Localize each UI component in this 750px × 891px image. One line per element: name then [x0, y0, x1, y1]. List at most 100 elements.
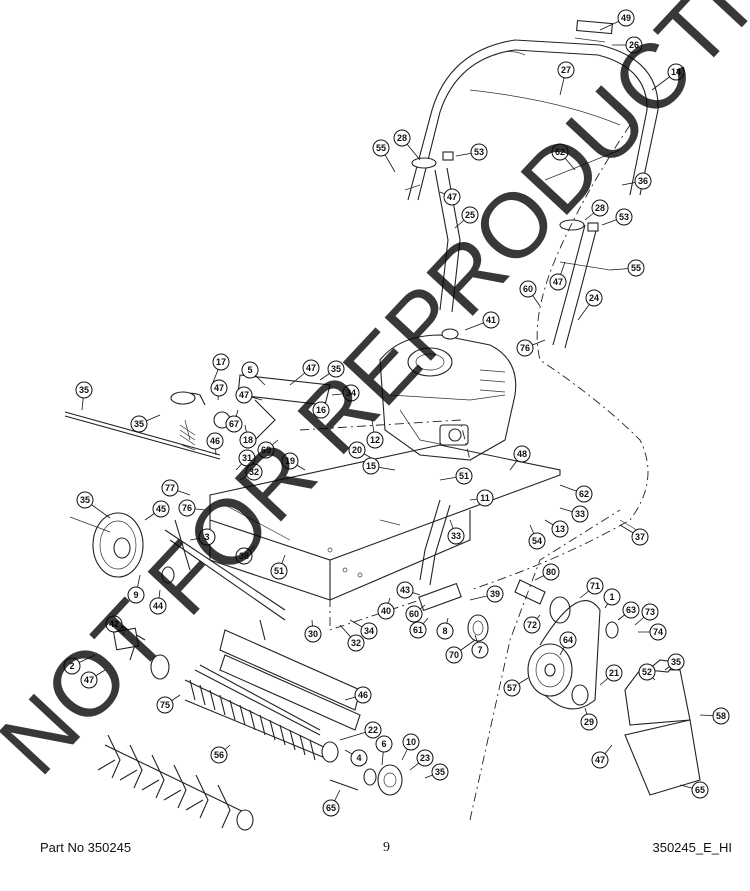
callout-label: 67 — [229, 419, 239, 429]
callout-label: 11 — [480, 493, 490, 503]
callout-bubble — [528, 532, 546, 550]
callout-60: 60 — [405, 604, 426, 623]
callout-bubble — [551, 143, 569, 161]
callout-62: 62 — [559, 484, 593, 503]
callout-38: 38 — [235, 545, 256, 565]
callout-62: 62 — [551, 143, 576, 171]
callout-47: 47 — [210, 379, 228, 401]
callout-label: 38 — [239, 551, 249, 561]
callout-bubble — [178, 499, 196, 517]
callout-31: 31 — [235, 449, 256, 471]
callout-35: 35 — [75, 381, 93, 411]
callout-bubble — [486, 585, 504, 603]
callout-bubble — [105, 615, 123, 633]
callout-26: 26 — [612, 36, 643, 54]
callout-label: 26 — [629, 40, 639, 50]
callout-32: 32 — [239, 463, 263, 481]
callout-bubble — [470, 143, 488, 161]
callout-bubble — [75, 381, 93, 399]
callout-bubble — [461, 206, 479, 224]
callout-bubble — [549, 273, 567, 291]
callout-bubble — [347, 634, 365, 652]
callout-bubble — [127, 586, 145, 604]
callout-11: 11 — [469, 489, 494, 507]
callout-label: 44 — [153, 601, 163, 611]
callout-label: 29 — [584, 717, 594, 727]
callout-label: 47 — [447, 192, 457, 202]
callout-bubble — [641, 603, 659, 621]
callout-label: 28 — [595, 203, 605, 213]
callout-bubble — [523, 616, 541, 634]
callout-70: 70 — [445, 639, 476, 664]
callout-label: 62 — [555, 147, 565, 157]
callout-35: 35 — [76, 491, 111, 519]
callout-label: 12 — [370, 435, 380, 445]
callout-bubble — [625, 36, 643, 54]
wheel — [69, 512, 144, 578]
drive-boundary — [469, 509, 621, 821]
callout-label: 70 — [449, 650, 459, 660]
callout-bubble — [375, 735, 393, 753]
callout-label: 20 — [352, 445, 362, 455]
callout-bubble — [712, 707, 730, 725]
callout-bubble — [580, 713, 598, 731]
callout-bubble — [575, 485, 593, 503]
callout-16: 16 — [312, 401, 330, 419]
callout-47: 47 — [549, 261, 567, 291]
callout-bubble — [447, 527, 465, 545]
callout-label: 47 — [553, 277, 563, 287]
callout-bubble — [605, 664, 623, 682]
callout-label: 76 — [182, 503, 192, 513]
callout-label: 37 — [635, 532, 645, 542]
callout-7: 7 — [471, 634, 489, 659]
callout-label: 74 — [653, 627, 663, 637]
callout-47: 47 — [591, 744, 613, 769]
callout-33: 33 — [559, 505, 589, 523]
callout-label: 75 — [160, 700, 170, 710]
callout-46: 46 — [344, 686, 372, 704]
callout-label: 41 — [486, 315, 496, 325]
callout-52: 52 — [638, 663, 656, 681]
callout-bubble — [445, 646, 463, 664]
callout-54: 54 — [528, 524, 546, 550]
callout-bubble — [350, 749, 368, 767]
callout-label: 3 — [204, 532, 209, 542]
callout-label: 32 — [249, 467, 259, 477]
callout-label: 60 — [409, 609, 419, 619]
callout-label: 15 — [366, 461, 376, 471]
callout-34: 34 — [331, 384, 360, 402]
callout-label: 65 — [326, 803, 336, 813]
callout-77: 77 — [161, 479, 191, 497]
callout-bubble — [270, 562, 288, 580]
callout-label: 47 — [239, 390, 249, 400]
callout-label: 35 — [331, 364, 341, 374]
callout-label: 9 — [133, 590, 138, 600]
callout-bubble — [667, 653, 685, 671]
callout-label: 54 — [532, 536, 542, 546]
callout-label: 47 — [84, 675, 94, 685]
blade-guard — [219, 629, 361, 731]
callout-32: 32 — [339, 624, 365, 652]
callout-label: 27 — [561, 65, 571, 75]
blade-set — [97, 734, 254, 831]
reel-bearing — [329, 764, 403, 796]
callout-label: 32 — [351, 638, 361, 648]
callout-46: 46 — [206, 432, 224, 456]
callout-bubble — [557, 61, 575, 79]
callout-bubble — [617, 9, 635, 27]
callout-bubble — [364, 721, 382, 739]
callout-bubble — [212, 353, 230, 371]
callout-65: 65 — [322, 789, 341, 817]
callout-bubble — [416, 749, 434, 767]
callout-64: 64 — [559, 631, 577, 656]
height-adjust-lever — [418, 499, 462, 612]
callout-bubble — [245, 463, 263, 481]
callout-label: 49 — [621, 13, 631, 23]
callout-58: 58 — [699, 707, 730, 725]
callout-label: 13 — [555, 524, 565, 534]
callout-label: 33 — [575, 509, 585, 519]
callout-label: 35 — [134, 419, 144, 429]
callout-label: 62 — [579, 489, 589, 499]
callout-17: 17 — [211, 353, 230, 386]
callout-bubble — [551, 520, 569, 538]
